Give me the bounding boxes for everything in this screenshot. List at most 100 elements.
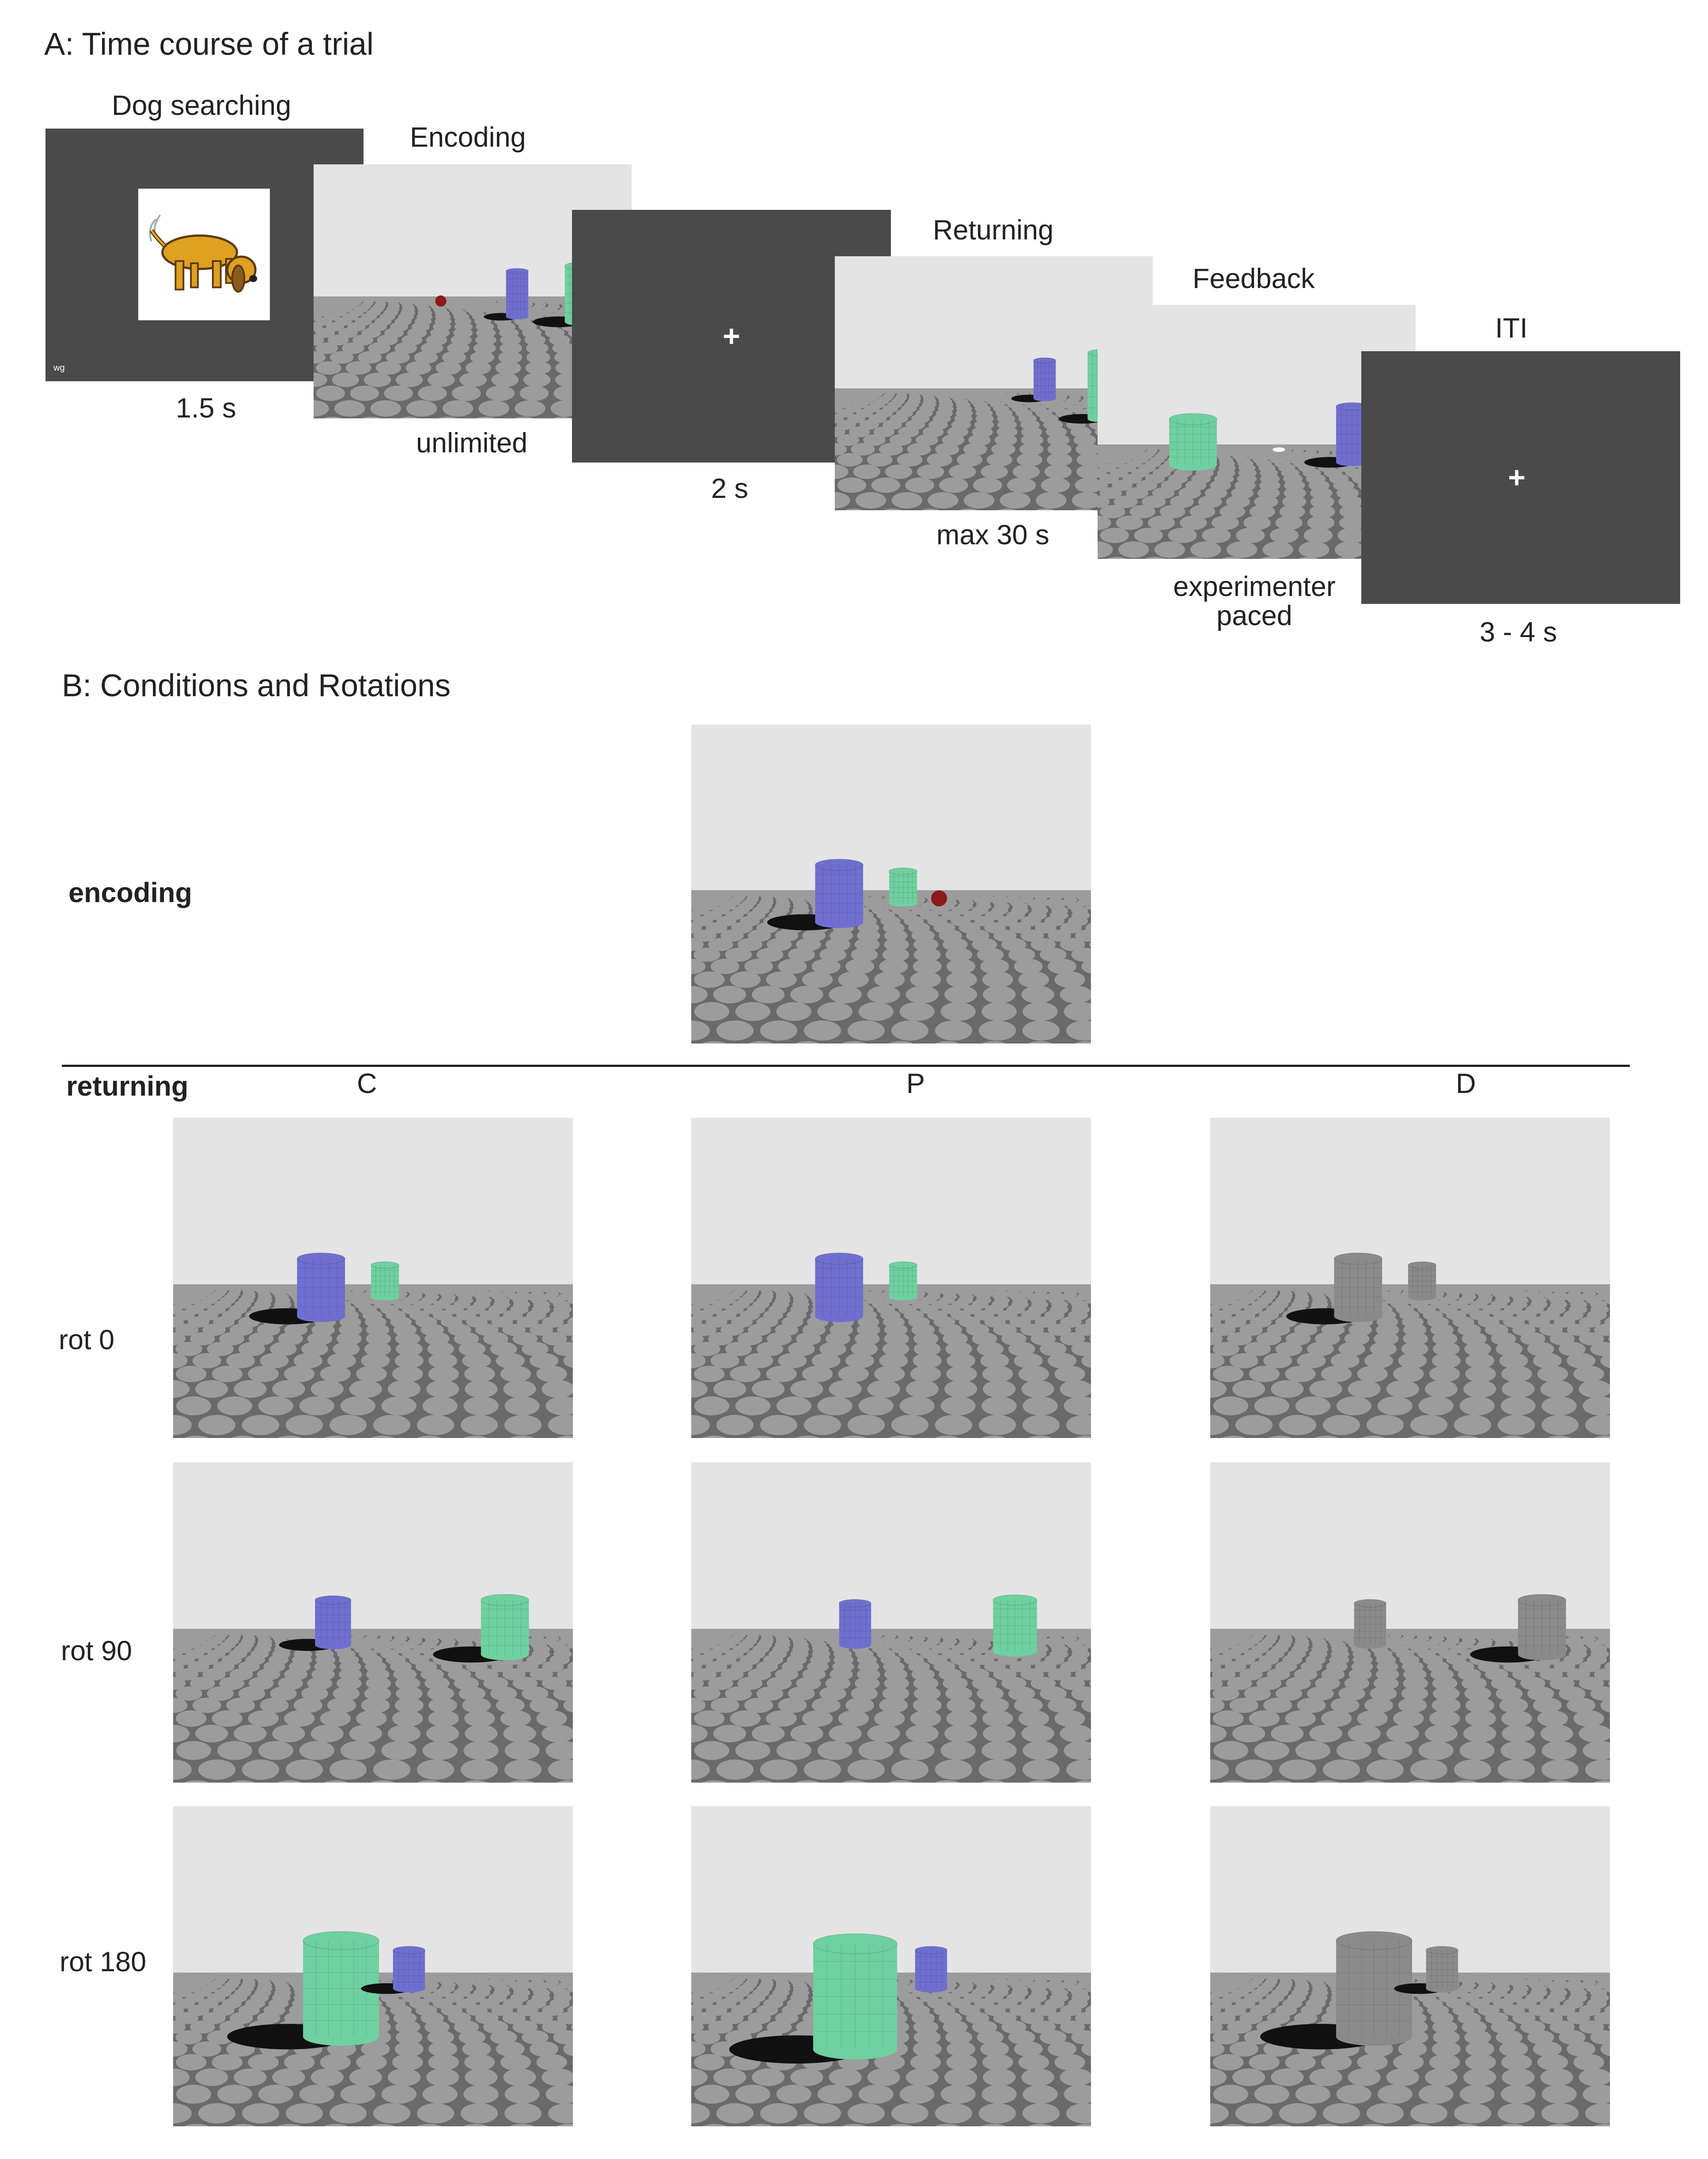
floor-tile — [1030, 938, 1056, 951]
floor-tile — [1259, 557, 1280, 559]
floor-tile — [1502, 1380, 1535, 1398]
floor-tile — [428, 1697, 458, 1713]
floor-tile — [320, 1710, 351, 1727]
floor-tile — [285, 1759, 323, 1780]
floor-tile — [1027, 1435, 1053, 1438]
floor-tile — [760, 1020, 798, 1041]
floor-tile — [238, 1686, 265, 1701]
duration-feedback: experimenter paced — [1173, 571, 1336, 632]
floor-tile — [553, 1342, 573, 1356]
floor-tile — [1198, 495, 1222, 508]
floor-tile — [1014, 1353, 1043, 1369]
floor-tile — [1585, 1415, 1610, 1435]
floor-tile — [752, 986, 785, 1004]
floor-tile — [1567, 1353, 1596, 1369]
floor-tile — [730, 1366, 761, 1382]
floor-tile — [803, 1415, 841, 1435]
section-b-title: B: Conditions and Rotations — [62, 668, 451, 703]
floor-tile — [476, 417, 496, 418]
floor-tile — [1336, 557, 1357, 559]
floor-tile — [1064, 1396, 1091, 1415]
column-label-c: C — [357, 1068, 377, 1099]
floor-tile — [230, 1435, 256, 1438]
floor-tile — [1008, 1342, 1035, 1356]
floor-tile — [202, 1668, 226, 1681]
floor-tile — [1366, 1415, 1404, 1435]
floor-tile — [702, 1435, 727, 1438]
floor-tile — [1148, 516, 1175, 530]
floor-tile — [366, 1332, 391, 1346]
floor-tile — [851, 1342, 878, 1356]
floor-tile — [428, 1710, 459, 1727]
floor-tile — [173, 1759, 192, 1780]
floor-tile — [708, 938, 733, 951]
floor-tile — [855, 938, 880, 951]
floor-tile — [530, 1324, 553, 1336]
floor-tile — [1060, 986, 1091, 1004]
floor-tile — [790, 1380, 823, 1398]
floor-tile — [1021, 1725, 1054, 1742]
floor-tile — [542, 1380, 573, 1398]
floor-tile — [874, 1366, 905, 1382]
floor-tile — [1072, 492, 1103, 509]
floor-tile — [1549, 1332, 1575, 1346]
floor-tile — [817, 1396, 852, 1415]
floor-tile — [414, 351, 438, 364]
floor-tile — [691, 1020, 710, 1041]
floor-tile — [176, 1366, 207, 1382]
floor-tile — [691, 986, 708, 1004]
floor-tile — [888, 1041, 913, 1043]
floor-tile — [175, 1668, 199, 1681]
floor-tile — [1334, 541, 1366, 558]
floor-tile — [790, 1725, 823, 1742]
floor-tile — [963, 492, 995, 509]
panel-d-rot-0 — [1210, 1118, 1610, 1438]
floor-tile — [1229, 1353, 1258, 1369]
floor-tile — [735, 1396, 770, 1415]
floor-tile — [710, 1353, 739, 1369]
floor-tile — [349, 1380, 382, 1398]
floor-tile — [1027, 1780, 1053, 1783]
floor-tile — [329, 351, 354, 364]
floor-tile — [1210, 1332, 1223, 1346]
floor-tile — [190, 1677, 215, 1690]
floor-tile — [1338, 1342, 1365, 1356]
floor-tile — [504, 1415, 542, 1435]
floor-tile — [802, 1366, 833, 1382]
floor-tile — [1022, 1759, 1060, 1780]
floor-tile — [693, 930, 717, 942]
floor-tile — [176, 1710, 207, 1727]
floor-tile — [1454, 1415, 1492, 1435]
floor-tile — [572, 1716, 573, 1721]
floor-tile — [316, 385, 345, 401]
floor-tile — [553, 1686, 573, 1701]
floor-tile — [914, 1342, 941, 1356]
floor-tile — [748, 1780, 774, 1783]
floor-tile — [299, 1396, 334, 1415]
floor-tile — [458, 1342, 486, 1356]
sky — [691, 725, 1091, 890]
floor-tile — [935, 1041, 960, 1043]
floor-tile — [490, 1686, 517, 1701]
floor-tile — [1374, 1332, 1399, 1346]
floor-tile — [323, 1435, 348, 1438]
floor-tile — [1553, 1316, 1575, 1328]
floor-tile — [959, 508, 979, 510]
floor-tile — [997, 1654, 1018, 1665]
floor-tile — [735, 1002, 770, 1021]
floor-tile — [463, 1741, 499, 1760]
floor-tile — [217, 1741, 252, 1760]
floor-tile — [1212, 516, 1239, 530]
floor-tile — [370, 1435, 395, 1438]
floor-tile — [1085, 1297, 1091, 1304]
floor-tile — [1433, 1342, 1460, 1356]
floor-tile — [465, 1725, 498, 1742]
floor-tile — [694, 1366, 725, 1382]
floor-tile — [329, 1415, 367, 1435]
floor-tile — [542, 1332, 567, 1346]
floor-tile — [299, 1741, 334, 1760]
floor-tile — [691, 1332, 704, 1346]
floor-tile — [1284, 487, 1307, 499]
floor-tile — [195, 1380, 228, 1398]
